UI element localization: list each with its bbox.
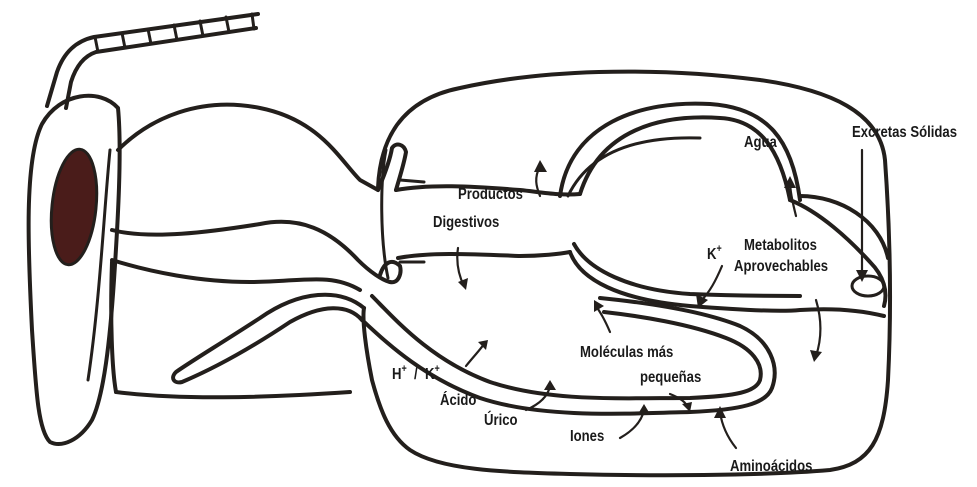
arrow-moleculas xyxy=(596,306,610,332)
thorax xyxy=(111,105,390,398)
midgut xyxy=(560,104,884,316)
label-pequenas: pequeñas xyxy=(640,369,701,387)
label-agua: Agua xyxy=(744,134,777,152)
label-productos: Productos xyxy=(458,186,523,204)
label-aminoacidos: Aminoácidos xyxy=(730,458,812,476)
rectum-opening xyxy=(852,276,884,296)
label-digestivos: Digestivos xyxy=(433,214,499,232)
label-acido: Ácido xyxy=(440,392,476,410)
label-h-k: H+ / K+ xyxy=(392,360,440,384)
compound-eye xyxy=(46,147,102,267)
label-moleculas-mas: Moléculas más xyxy=(580,344,673,362)
label-iones: Iones xyxy=(570,428,604,446)
label-excretas-solidas: Excretas Sólidas xyxy=(852,124,957,142)
label-k-ion: K+ xyxy=(707,240,722,264)
label-metabolitos: Metabolitos xyxy=(744,237,817,255)
antenna xyxy=(47,14,258,108)
label-aprovechables: Aprovechables xyxy=(734,258,828,276)
label-urico: Úrico xyxy=(484,412,518,430)
arrow-hk xyxy=(466,344,484,366)
head xyxy=(29,96,120,444)
